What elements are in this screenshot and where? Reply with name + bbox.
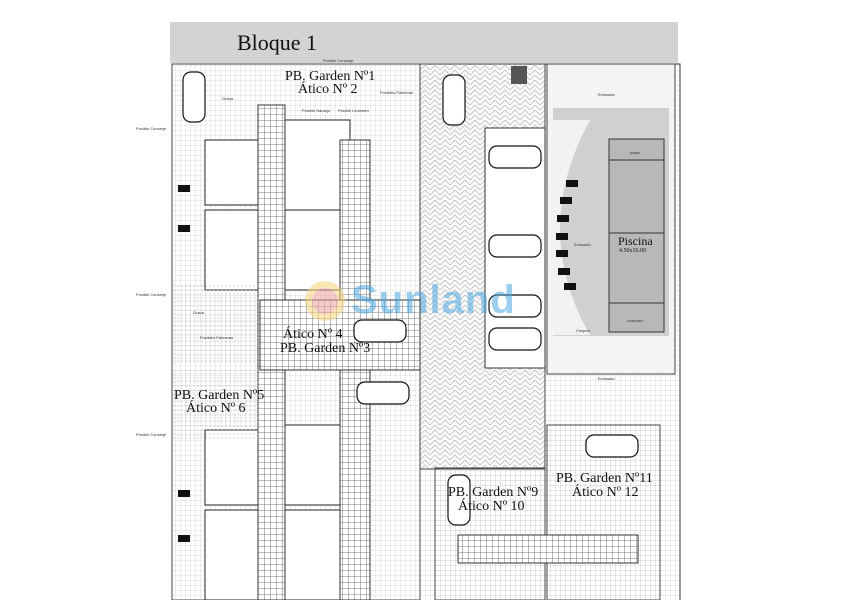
paving-label: Enlosado <box>598 92 615 97</box>
paving-label-2: Enlosado <box>574 242 591 247</box>
unit-label-pb-garden-9: PB. Garden Nº9 <box>448 485 539 500</box>
pool-dimensions: 4.50x16.00 <box>619 248 646 254</box>
pool-beach-label: playa <box>630 150 640 155</box>
concierge-label-3: Posible Conserje <box>136 292 167 297</box>
unit-label-pb-garden-3: PB. Garden Nº3 <box>280 341 371 356</box>
watermark-text: Sunland <box>351 278 516 322</box>
unit-label-pb-garden-1: PB. Garden Nº1 <box>285 69 376 84</box>
gravel-label: Grava <box>222 96 233 101</box>
unit-label-atico-10: Ático Nº 10 <box>458 499 525 514</box>
palms-label: Posibles Palmeras <box>380 90 414 95</box>
block-title: Bloque 1 <box>237 30 318 55</box>
pool-shallow-label: chapoteo <box>627 318 644 323</box>
pool <box>608 138 665 333</box>
palms-label-2: Posibles Palmeras <box>200 335 234 340</box>
paving-label-3: Enlosado <box>598 376 615 381</box>
unit-label-atico-12: Ático Nº 12 <box>572 485 639 500</box>
unit-label-atico-2: Ático Nº 2 <box>298 82 358 97</box>
block-header-band <box>170 22 678 63</box>
pool-label: Piscina <box>618 234 653 248</box>
unit-label-pb-garden-5: PB. Garden Nº5 <box>174 388 265 403</box>
lawn-label: Césped <box>576 328 590 333</box>
watermark-logo-icon <box>305 280 345 321</box>
unit-label-atico-6: Ático Nº 6 <box>186 401 246 416</box>
unit-label-pb-garden-11: PB. Garden Nº11 <box>556 471 653 486</box>
concierge-label-4: Posible Conserje <box>136 432 167 437</box>
watermark: Sunland <box>305 278 516 323</box>
concierge-label-2: Posible Conserje <box>136 126 167 131</box>
unit-label-atico-4: Ático Nº 4 <box>283 327 343 342</box>
gravel-label-2: Grava <box>193 310 204 315</box>
lemon-tree-label: Posible Limonero <box>338 108 369 113</box>
concierge-label: Posible Conserje <box>323 58 354 63</box>
orange-tree-label: Posible Naranjo <box>302 108 331 113</box>
